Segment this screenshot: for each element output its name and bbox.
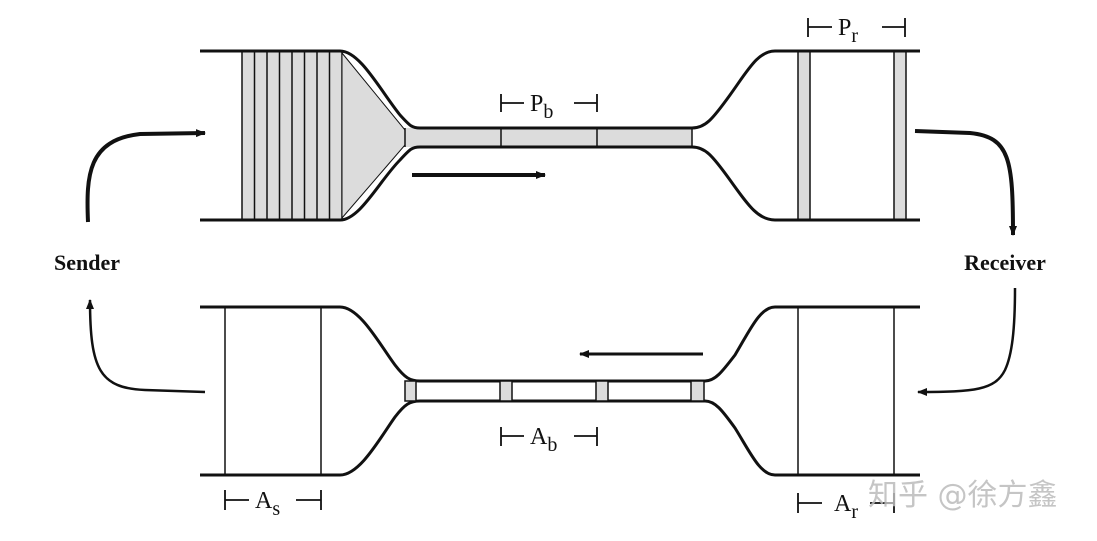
ab-label: Ab (530, 424, 557, 456)
ack-packets (404, 380, 705, 402)
receiver-arrival-arrow (914, 129, 1017, 236)
received-packet (893, 50, 907, 221)
data-pipe (200, 49, 920, 222)
watermark: 知乎 @徐方鑫 (868, 478, 1058, 513)
pr-label: Pr (838, 15, 858, 47)
sender-send-arrow (85, 129, 206, 223)
receiver-ack-arrow (917, 287, 1017, 396)
pb-label: Pb (530, 91, 553, 123)
ar-label: Ar (834, 491, 858, 523)
receiver-label: Receiver (964, 250, 1046, 275)
ack-return-arrow (86, 299, 206, 394)
as-label: As (255, 488, 280, 520)
ack-pipe (200, 305, 920, 477)
received-packet (797, 50, 811, 221)
bottleneck-packets (405, 128, 692, 147)
sender-label: Sender (54, 250, 120, 275)
